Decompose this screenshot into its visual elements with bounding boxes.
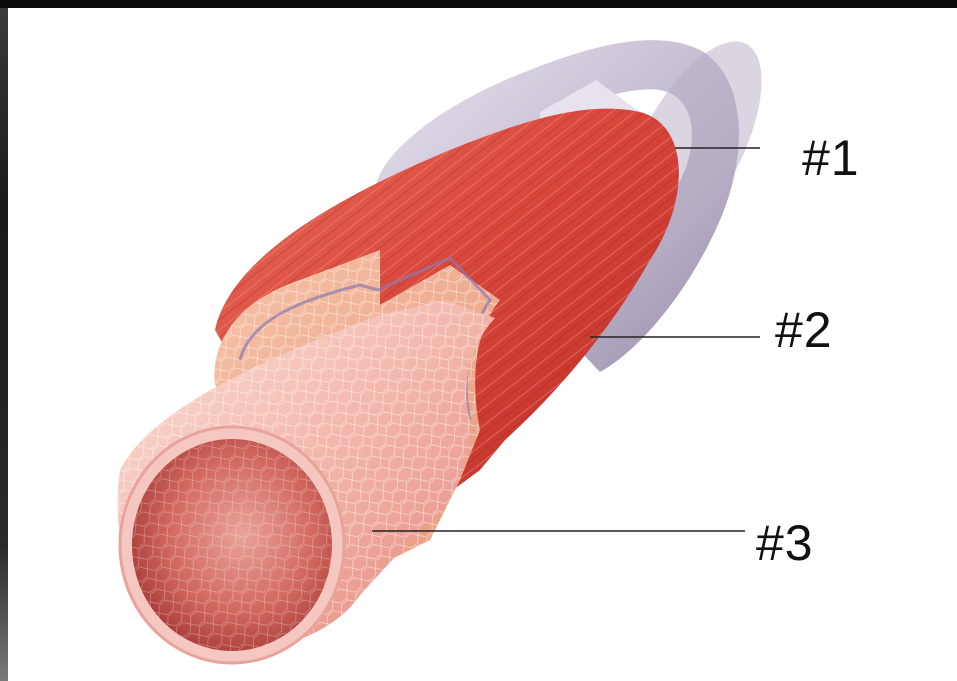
label-3: #3 [756,518,814,568]
vessel-opening [120,427,344,663]
top-border [0,0,957,8]
label-1: #1 [802,133,860,183]
diagram-frame: #1 #2 #3 [8,8,957,681]
label-2: #2 [775,305,833,355]
left-border [0,8,8,681]
